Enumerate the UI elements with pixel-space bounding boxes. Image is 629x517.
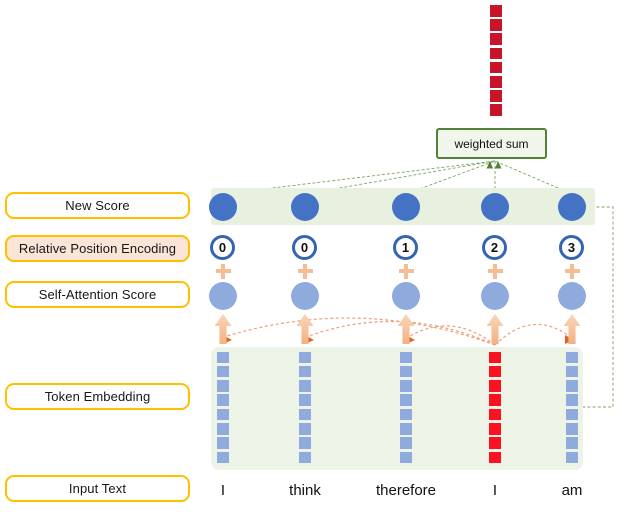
self-attention-circle <box>481 282 509 310</box>
label-input-text: Input Text <box>5 475 190 502</box>
embedding-square <box>400 380 412 392</box>
label-text: Input Text <box>68 481 127 496</box>
embedding-square <box>489 408 501 421</box>
weighted-sum-box: weighted sum <box>436 128 547 159</box>
new-score-circle <box>209 193 237 221</box>
weighted-sum-label: weighted sum <box>454 136 529 151</box>
label-self-attention-score: Self-Attention Score <box>5 281 190 308</box>
embedding-square <box>299 423 311 435</box>
label-text: Self-Attention Score <box>38 287 157 302</box>
embedding-square <box>566 423 578 435</box>
embedding-square <box>217 451 229 464</box>
embedding-square <box>299 365 311 378</box>
label-text: Token Embedding <box>44 389 151 404</box>
embedding-square <box>299 351 311 363</box>
embedding-square <box>566 380 578 392</box>
sum-arrowhead <box>486 161 493 169</box>
embedding-square <box>299 437 311 449</box>
embedding-square <box>489 423 501 435</box>
self-attention-circle <box>209 282 237 310</box>
label-token-embedding: Token Embedding <box>5 383 190 410</box>
relative-position-circle: 1 <box>393 235 418 260</box>
embedding-square <box>400 437 412 449</box>
input-word: therefore <box>375 481 437 499</box>
embedding-square <box>217 380 229 392</box>
up-arrow-icon <box>296 314 314 344</box>
plus-icon <box>398 263 414 279</box>
up-arrow-icon <box>397 314 415 344</box>
embedding-square <box>489 437 501 449</box>
output-vector-square <box>490 47 502 60</box>
output-vector-square <box>490 76 502 88</box>
new-score-circle <box>392 193 420 221</box>
embedding-square <box>489 380 501 392</box>
relative-position-circle: 0 <box>292 235 317 260</box>
plus-icon <box>564 263 580 279</box>
embedding-square <box>217 437 229 449</box>
embedding-square <box>299 380 311 392</box>
embedding-square <box>217 351 229 363</box>
up-arrow-icon <box>563 314 581 344</box>
embedding-square <box>217 394 229 406</box>
label-relative-position-encoding: Relative Position Encoding <box>5 235 190 262</box>
input-word: think <box>289 481 321 499</box>
relative-position-circle: 0 <box>210 235 235 260</box>
embedding-square <box>217 423 229 435</box>
embedding-square <box>299 394 311 406</box>
embedding-square <box>217 365 229 378</box>
label-text: New Score <box>65 198 130 213</box>
label-new-score: New Score <box>5 192 190 219</box>
embedding-square <box>299 451 311 464</box>
up-arrow-icon <box>214 314 232 344</box>
attention-arc <box>494 323 570 346</box>
relative-position-circle: 2 <box>482 235 507 260</box>
embedding-square <box>400 351 412 363</box>
up-arrow-icon <box>486 314 504 344</box>
embedding-square <box>400 423 412 435</box>
embedding-square <box>400 394 412 406</box>
embedding-square <box>489 351 501 363</box>
output-vector-square <box>490 19 502 31</box>
embedding-square <box>400 365 412 378</box>
embedding-square <box>566 351 578 363</box>
self-attention-circle <box>558 282 586 310</box>
output-vector-square <box>490 61 502 74</box>
embedding-square <box>566 437 578 449</box>
feedback-elbow-line <box>583 206 614 408</box>
new-score-circle <box>481 193 509 221</box>
input-word: I <box>220 481 226 499</box>
output-vector-square <box>490 5 502 17</box>
relative-position-circle: 3 <box>559 235 584 260</box>
self-attention-circle <box>291 282 319 310</box>
sum-arrowhead <box>495 161 502 169</box>
new-score-circle <box>558 193 586 221</box>
self-attention-circle <box>392 282 420 310</box>
embedding-square <box>489 451 501 464</box>
input-word: am <box>561 481 583 499</box>
embedding-square <box>566 394 578 406</box>
token-embedding-band <box>211 347 583 470</box>
plus-icon <box>215 263 231 279</box>
attention-arc <box>409 325 496 346</box>
embedding-square <box>489 394 501 406</box>
embedding-square <box>566 408 578 421</box>
embedding-square <box>489 365 501 378</box>
embedding-square <box>566 451 578 464</box>
plus-icon <box>487 263 503 279</box>
output-vector-square <box>490 90 502 102</box>
attention-arc <box>226 317 496 346</box>
label-text: Relative Position Encoding <box>18 241 177 256</box>
embedding-square <box>217 408 229 421</box>
embedding-square <box>400 451 412 464</box>
output-vector-square <box>490 104 502 116</box>
input-word: I <box>492 481 498 499</box>
output-vector-square <box>490 33 502 45</box>
plus-icon <box>297 263 313 279</box>
embedding-square <box>566 365 578 378</box>
new-score-circle <box>291 193 319 221</box>
embedding-square <box>400 408 412 421</box>
embedding-square <box>299 408 311 421</box>
